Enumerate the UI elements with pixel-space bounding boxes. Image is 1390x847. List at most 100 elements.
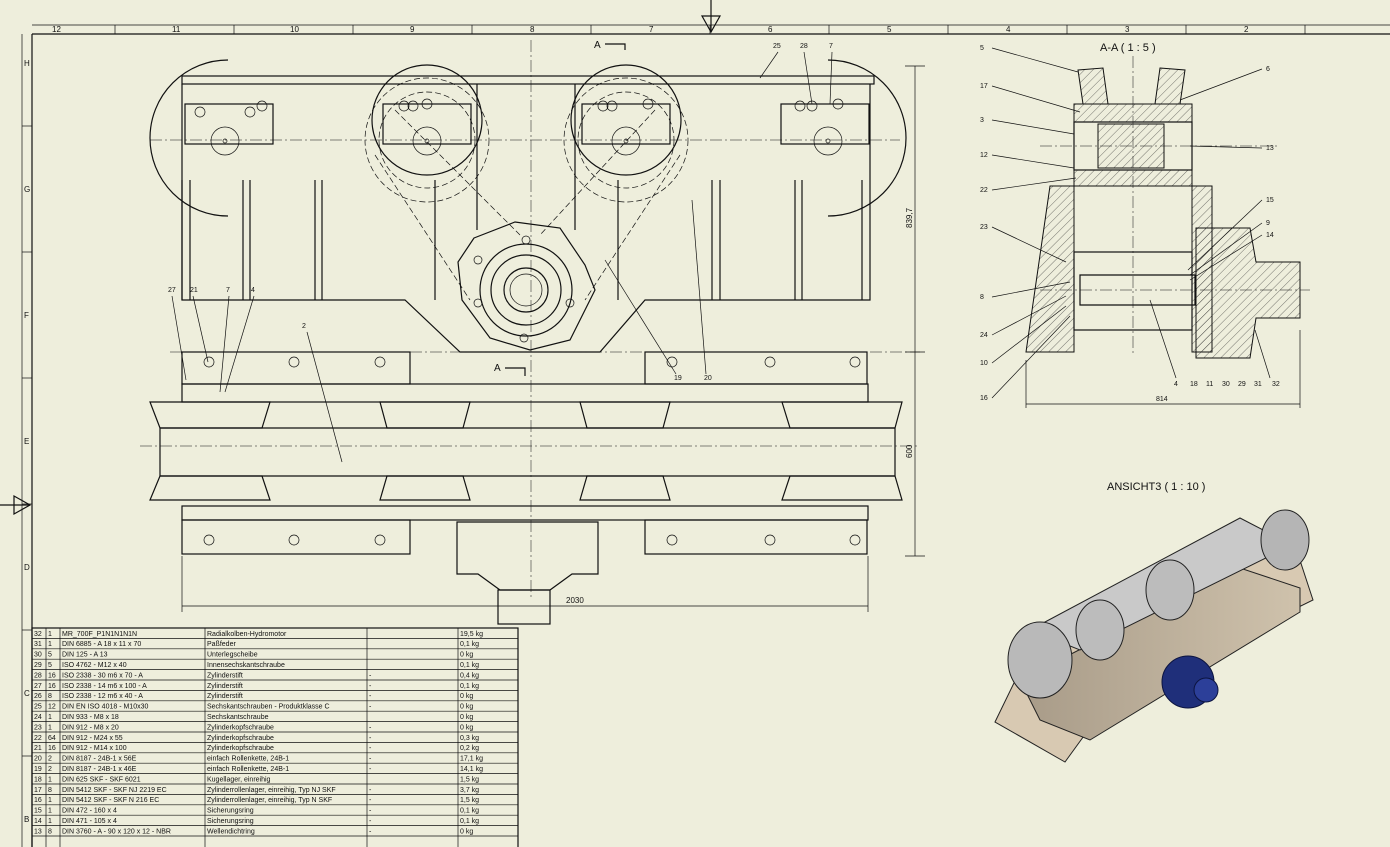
bom-cell-note: - xyxy=(369,683,372,690)
bom-cell-part: ISO 2338 - 12 m6 x 40 - A xyxy=(62,693,143,700)
col-label: 8 xyxy=(530,25,535,34)
bom-cell-desc: Unterlegscheibe xyxy=(207,652,258,659)
bom-cell-part: DIN 912 - M24 x 55 xyxy=(62,735,123,742)
bom-cell-mass: 17,1 kg xyxy=(460,756,483,763)
bom-cell-desc: Sicherungsring xyxy=(207,808,254,815)
bom-cell-qty: 1 xyxy=(48,641,52,648)
balloon: 23 xyxy=(980,224,988,231)
bom-cell-note: - xyxy=(369,818,372,825)
bom-cell-pos: 19 xyxy=(34,766,42,773)
col-label: 5 xyxy=(887,25,892,34)
dim-width: 2030 xyxy=(566,596,584,605)
balloon: 25 xyxy=(773,43,781,50)
bom-cell-desc: Sicherungsring xyxy=(207,818,254,825)
row-label: E xyxy=(24,437,29,446)
bom-cell-pos: 23 xyxy=(34,724,42,731)
bom-cell-part: DIN 8187 - 24B-1 x 56E xyxy=(62,756,137,763)
bom-cell-pos: 26 xyxy=(34,693,42,700)
bom-cell-note: - xyxy=(369,693,372,700)
bom-cell-pos: 31 xyxy=(34,641,42,648)
bom-cell-pos: 14 xyxy=(34,818,42,825)
lower-frame xyxy=(149,351,903,555)
balloon: 16 xyxy=(980,395,988,402)
bom-cell-pos: 20 xyxy=(34,756,42,763)
bom-cell-mass: 0,4 kg xyxy=(460,672,479,679)
bom-cell-part: DIN 5412 SKF - SKF N 216 EC xyxy=(62,797,159,804)
balloon: 14 xyxy=(1266,232,1274,239)
balloon: 4 xyxy=(251,287,255,294)
bom-cell-note: - xyxy=(369,787,372,794)
balloon: 29 xyxy=(1238,381,1246,388)
balloon: 8 xyxy=(980,294,984,301)
col-label: 10 xyxy=(290,25,299,34)
bom-cell-pos: 29 xyxy=(34,662,42,669)
balloon: 21 xyxy=(190,287,198,294)
bom-cell-qty: 12 xyxy=(48,704,56,711)
section-title: A-A ( 1 : 5 ) xyxy=(1100,42,1156,54)
hydromotor xyxy=(457,221,596,351)
col-label: 9 xyxy=(410,25,415,34)
balloon: 13 xyxy=(1266,145,1274,152)
bom-cell-qty: 1 xyxy=(48,631,52,638)
balloon: 28 xyxy=(800,43,808,50)
col-label: 12 xyxy=(52,25,61,34)
section-view: A-A ( 1 : 5 ) 814 5 17 3 12 22 23 8 24 1… xyxy=(980,42,1310,408)
bom-cell-pos: 22 xyxy=(34,735,42,742)
bom-cell-note: - xyxy=(369,808,372,815)
balloon: 11 xyxy=(1206,381,1213,388)
bom-cell-qty: 1 xyxy=(48,776,52,783)
bom-cell-mass: 0,1 kg xyxy=(460,683,479,690)
bom-cell-desc: Radialkolben-Hydromotor xyxy=(207,631,287,638)
bom-cell-part: DIN 472 - 160 x 4 xyxy=(62,808,117,815)
bom-cell-pos: 18 xyxy=(34,776,42,783)
bom-cell-part: DIN EN ISO 4018 - M10x30 xyxy=(62,704,148,711)
dimension-lines xyxy=(181,65,925,612)
bom-cell-qty: 8 xyxy=(48,693,52,700)
bom-cell-desc: Innensechskantschraube xyxy=(207,662,285,669)
col-label: 4 xyxy=(1006,25,1011,34)
bom-cell-note: - xyxy=(369,756,372,763)
balloon: 5 xyxy=(980,45,984,52)
main-view: A A xyxy=(140,40,925,625)
bom-cell-part: DIN 3760 - A - 90 x 120 x 12 - NBR xyxy=(62,828,171,835)
bom-cell-desc: Zylinderstift xyxy=(207,683,243,690)
bom-cell-pos: 16 xyxy=(34,797,42,804)
balloon: 32 xyxy=(1272,381,1280,388)
bom-cell-pos: 25 xyxy=(34,704,42,711)
bom-cell-desc: Zylinderstift xyxy=(207,672,243,679)
bom-cell-desc: Zylinderrollenlager, einreihig, Typ N SK… xyxy=(207,797,332,804)
bom-cell-mass: 0,3 kg xyxy=(460,735,479,742)
bom-cell-desc: Zylinderkopfschraube xyxy=(207,735,274,742)
balloon: 2 xyxy=(302,323,306,330)
section-width-dim: 814 xyxy=(1156,396,1168,403)
bom-cell-mass: 0 kg xyxy=(460,724,473,731)
bom-cell-part: DIN 625 SKF - SKF 6021 xyxy=(62,776,141,783)
bom-cell-desc: Zylinderrollenlager, einreihig, Typ NJ S… xyxy=(207,787,336,794)
row-label: C xyxy=(24,689,30,698)
bom-cell-mass: 14,1 kg xyxy=(460,766,483,773)
balloon: 20 xyxy=(704,375,712,382)
bom-cell-qty: 8 xyxy=(48,828,52,835)
bom-cell-mass: 0,1 kg xyxy=(460,808,479,815)
bom-cell-qty: 16 xyxy=(48,745,56,752)
balloon: 12 xyxy=(980,152,988,159)
bom-cell-note: - xyxy=(369,766,372,773)
section-marker-top: A xyxy=(594,40,626,51)
bom-cell-qty: 1 xyxy=(48,724,52,731)
bom-cell-part: DIN 933 - M8 x 18 xyxy=(62,714,119,721)
col-label: 2 xyxy=(1244,25,1249,34)
dim-height: 839,7 xyxy=(905,207,914,228)
bom-cell-mass: 0 kg xyxy=(460,704,473,711)
balloon: 10 xyxy=(980,360,988,367)
col-label: 11 xyxy=(172,25,181,34)
bom-cell-note: - xyxy=(369,828,372,835)
bom-cell-qty: 1 xyxy=(48,714,52,721)
bom-cell-desc: einfach Rollenkette, 24B-1 xyxy=(207,766,289,773)
bom-cell-pos: 13 xyxy=(34,828,42,835)
bom-cell-mass: 3,7 kg xyxy=(460,787,479,794)
balloon: 6 xyxy=(1266,66,1270,73)
bom-cell-note: - xyxy=(369,735,372,742)
